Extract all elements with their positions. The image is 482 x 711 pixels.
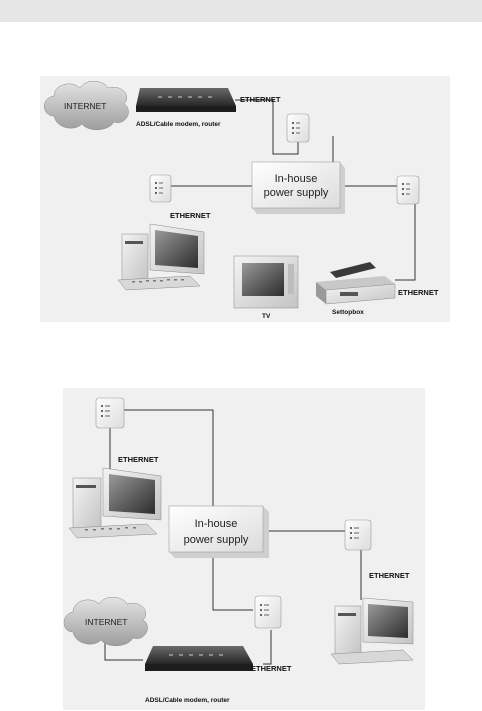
desktop-computer-icon [330,597,414,665]
header-band [0,0,482,22]
internet-cloud-icon: INTERNET [63,597,148,646]
desktop-computer-icon [117,223,205,291]
powerline-adapter-icon [95,397,125,429]
internet-cloud-icon: INTERNET [44,81,129,130]
tv-icon [233,255,299,309]
ethernet-label-top: ETHERNET [240,95,281,104]
powerline-adapter-icon [396,175,420,205]
network-diagram-1: INTERNET ADSL/Cable modem, router ETHERN… [40,76,450,322]
ethernet-label-right-pc: ETHERNET [369,571,410,580]
power-supply-line1: In-house [275,173,318,185]
desktop-computer-icon [68,467,162,539]
power-supply-box: In-house power supply [168,505,269,558]
ethernet-label-settopbox: ETHERNET [398,288,439,297]
modem-label: ADSL/Cable modem, router [145,697,230,704]
ethernet-label-modem: ETHERNET [251,664,292,673]
settopbox-label: Settopbox [332,309,364,316]
tv-label: TV [262,313,271,320]
power-supply-line2: power supply [264,187,329,199]
connection-lines [104,409,362,665]
internet-label: INTERNET [85,617,128,627]
modem-router-icon [136,88,236,112]
power-supply-box: In-house power supply [251,161,345,214]
powerline-adapter-icon [254,595,282,629]
modem-label: ADSL/Cable modem, router [136,121,221,128]
powerline-adapter-icon [344,519,372,551]
network-diagram-2: ETHERNET In-house power supply ETHERNET [63,388,425,710]
ethernet-label-left-pc: ETHERNET [118,455,159,464]
diagram-1-canvas: INTERNET ADSL/Cable modem, router ETHERN… [44,81,439,320]
settopbox-icon [316,262,396,305]
powerline-adapter-icon [286,113,310,143]
modem-router-icon [145,646,253,671]
power-supply-line2: power supply [184,534,249,546]
ethernet-label-pc: ETHERNET [170,211,211,220]
power-supply-line1: In-house [195,518,238,530]
diagram-2-canvas: ETHERNET In-house power supply ETHERNET [63,397,414,704]
powerline-adapter-icon [149,174,172,203]
connection-lines [171,99,416,281]
internet-label: INTERNET [64,101,107,111]
